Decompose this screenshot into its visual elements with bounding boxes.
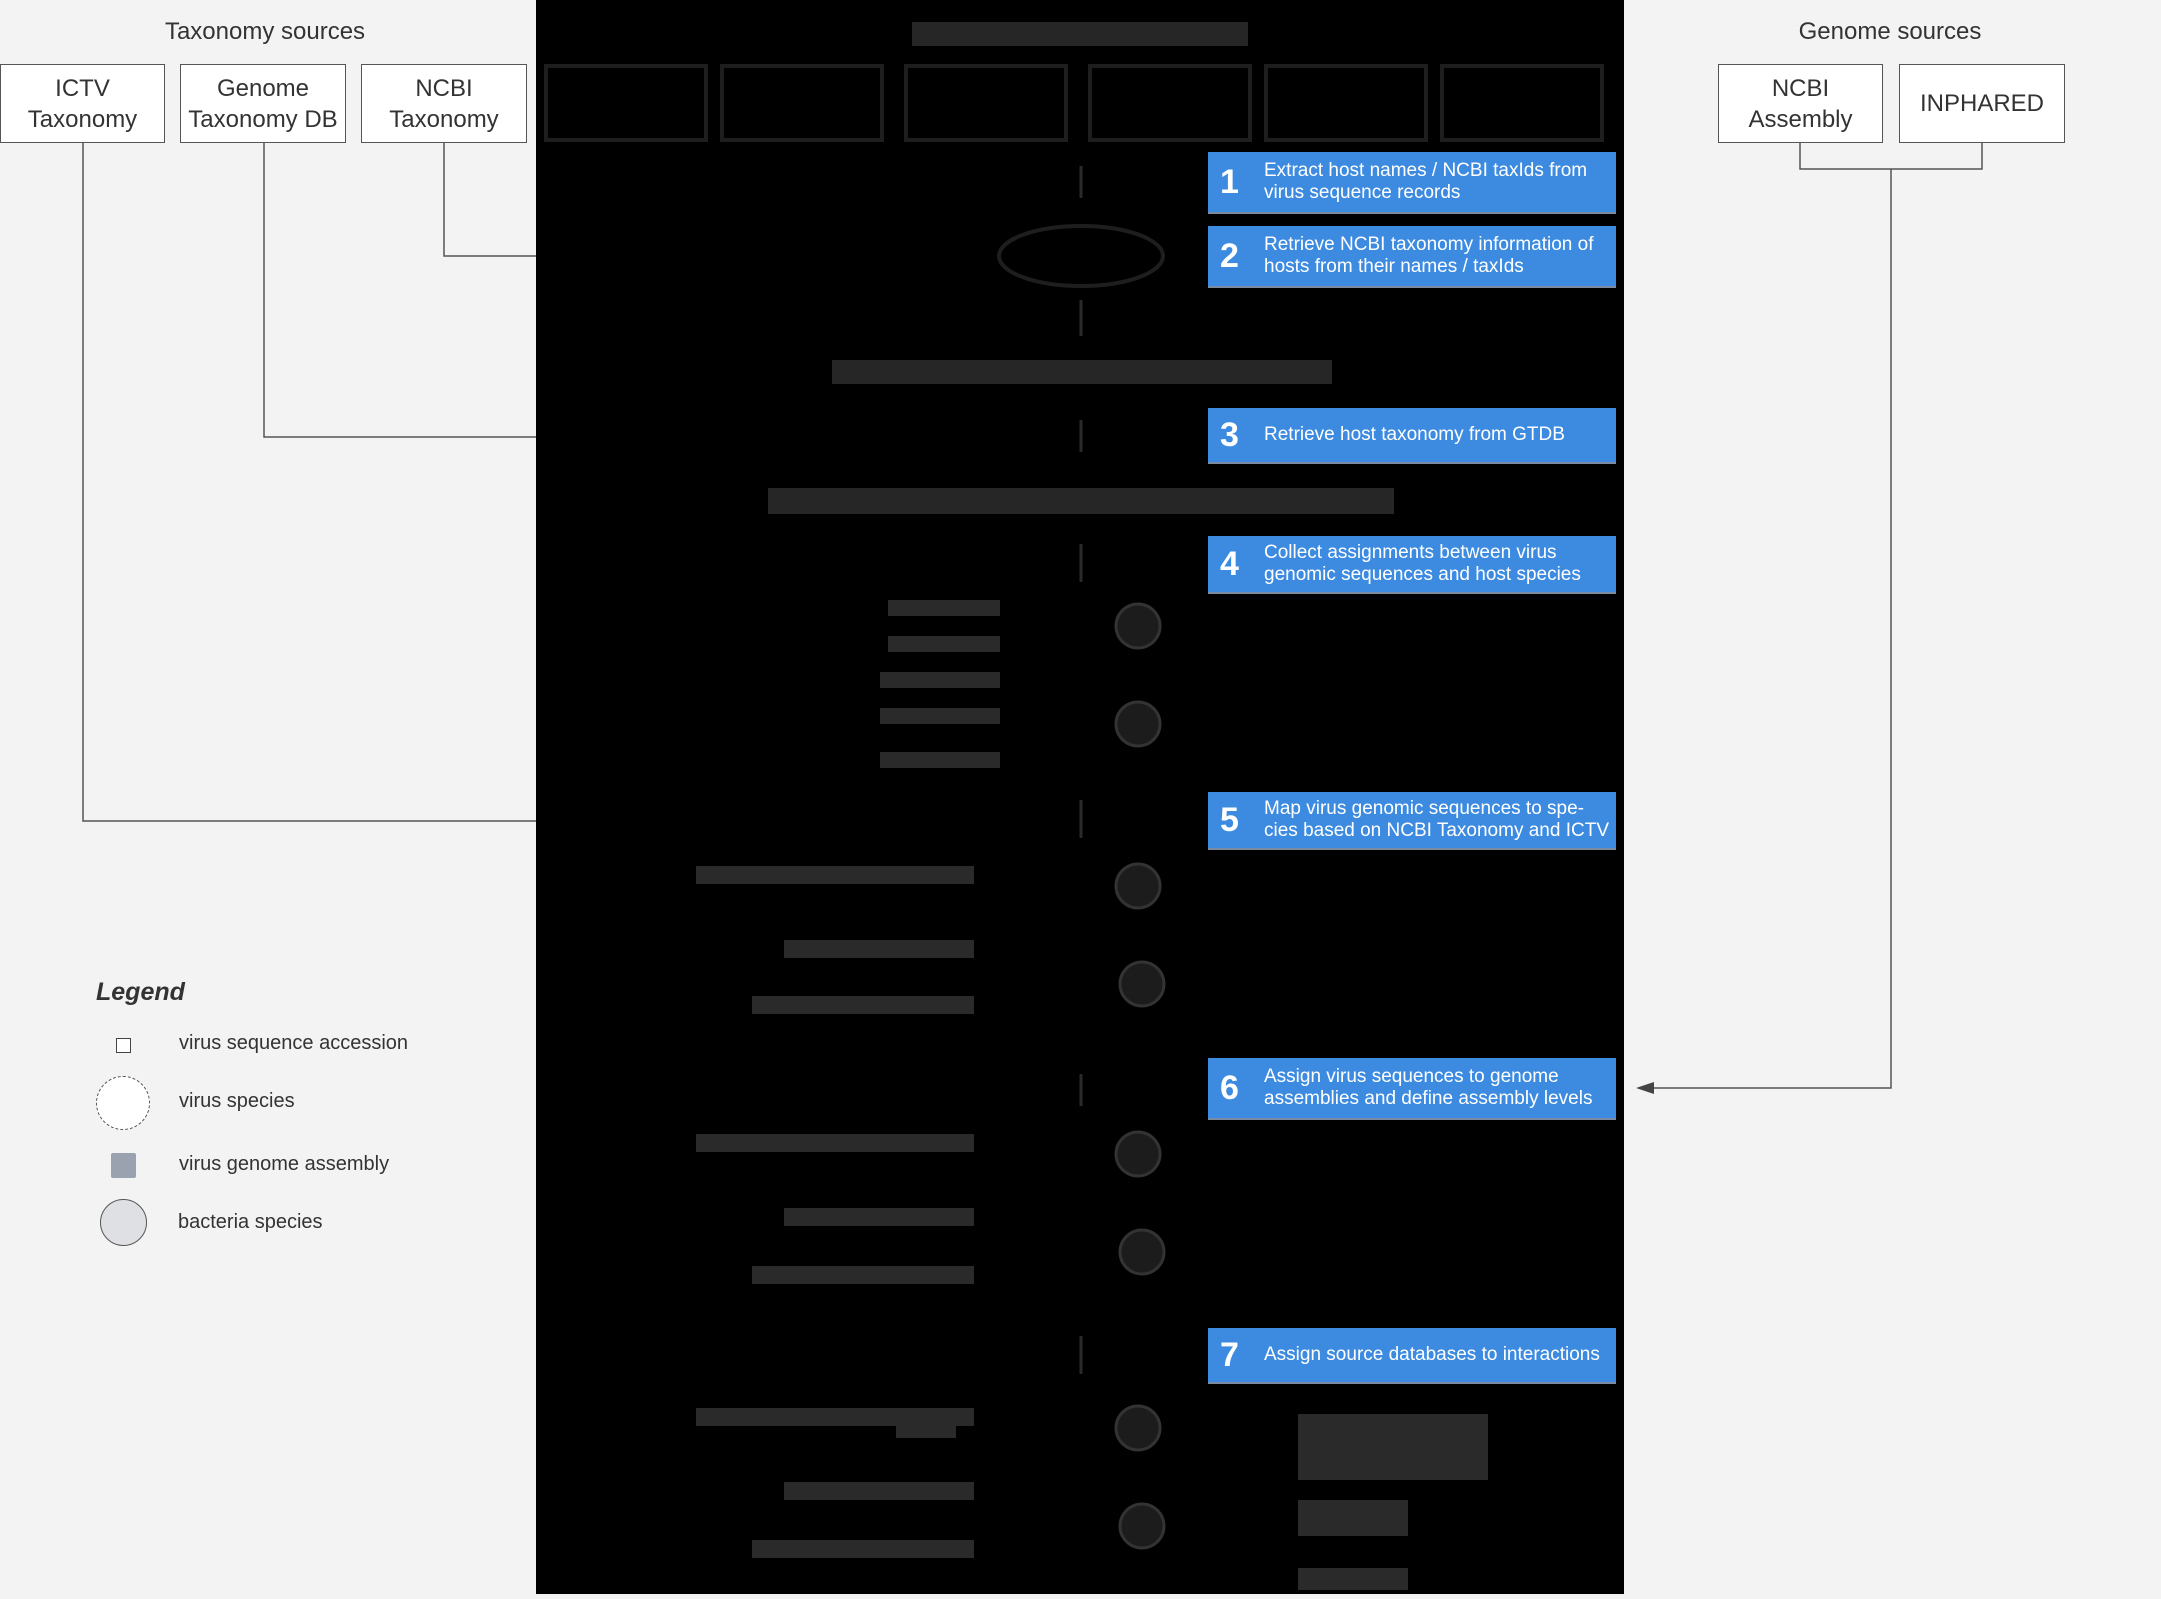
legend-title: Legend bbox=[96, 978, 185, 1006]
step-4-text: Collect assignments between virus genomi… bbox=[1264, 542, 1581, 585]
legend-bacteria-species-icon bbox=[100, 1199, 147, 1246]
gtdb-connector bbox=[263, 143, 536, 438]
arrowhead-step-6 bbox=[1636, 1082, 1654, 1094]
step-1-number: 1 bbox=[1220, 162, 1239, 201]
ictv-connector bbox=[82, 143, 536, 822]
legend-label-bacteria-species: bacteria species bbox=[178, 1211, 323, 1233]
source-ncbi-assembly: NCBI Assembly bbox=[1718, 64, 1883, 143]
step-2-text: Retrieve NCBI taxonomy information of ho… bbox=[1264, 234, 1594, 277]
step-1: 1 Extract host names / NCBI taxIds from … bbox=[1208, 152, 1616, 214]
legend-label-virus-species: virus species bbox=[179, 1090, 295, 1112]
step-3: 3 Retrieve host taxonomy from GTDB bbox=[1208, 408, 1616, 464]
legend-virus-species-icon bbox=[96, 1076, 150, 1130]
ncbi-taxonomy-connector bbox=[443, 143, 536, 257]
step-7-number: 7 bbox=[1220, 1335, 1239, 1374]
step-3-number: 3 bbox=[1220, 415, 1239, 454]
step-6-text: Assign virus sequences to genome assembl… bbox=[1264, 1066, 1593, 1109]
source-ictv-taxonomy: ICTV Taxonomy bbox=[0, 64, 165, 143]
step-1-text: Extract host names / NCBI taxIds from vi… bbox=[1264, 160, 1588, 203]
redacted-pipeline-shapes bbox=[544, 22, 1604, 1590]
legend-label-virus-sequence-accession: virus sequence accession bbox=[179, 1032, 409, 1054]
legend-virus-sequence-accession-icon bbox=[116, 1038, 131, 1053]
step-7: 7 Assign source databases to interaction… bbox=[1208, 1328, 1616, 1384]
step-2-number: 2 bbox=[1220, 236, 1239, 275]
genome-sources-bracket bbox=[1799, 143, 1983, 170]
step-3-text: Retrieve host taxonomy from GTDB bbox=[1264, 424, 1565, 445]
step-4-number: 4 bbox=[1220, 544, 1239, 583]
step-5: 5 Map virus genomic sequences to spe-cie… bbox=[1208, 792, 1616, 850]
step-2: 2 Retrieve NCBI taxonomy information of … bbox=[1208, 226, 1616, 288]
step-5-text: Map virus genomic sequences to spe-cies … bbox=[1264, 798, 1609, 841]
step-5-number: 5 bbox=[1220, 800, 1239, 839]
genome-sources-connector bbox=[1640, 169, 1892, 1089]
legend-virus-genome-assembly-icon bbox=[111, 1153, 136, 1178]
source-ncbi-taxonomy: NCBI Taxonomy bbox=[361, 64, 527, 143]
source-inphared: INPHARED bbox=[1899, 64, 2065, 143]
genome-sources-title: Genome sources bbox=[1798, 18, 1982, 45]
source-genome-taxonomy-db: Genome Taxonomy DB bbox=[180, 64, 346, 143]
step-6: 6 Assign virus sequences to genome assem… bbox=[1208, 1058, 1616, 1120]
legend-label-virus-genome-assembly: virus genome assembly bbox=[179, 1153, 390, 1175]
taxonomy-sources-title: Taxonomy sources bbox=[164, 18, 366, 45]
step-7-text: Assign source databases to interactions bbox=[1264, 1344, 1600, 1365]
step-4: 4 Collect assignments between virus geno… bbox=[1208, 536, 1616, 594]
step-6-number: 6 bbox=[1220, 1068, 1239, 1107]
